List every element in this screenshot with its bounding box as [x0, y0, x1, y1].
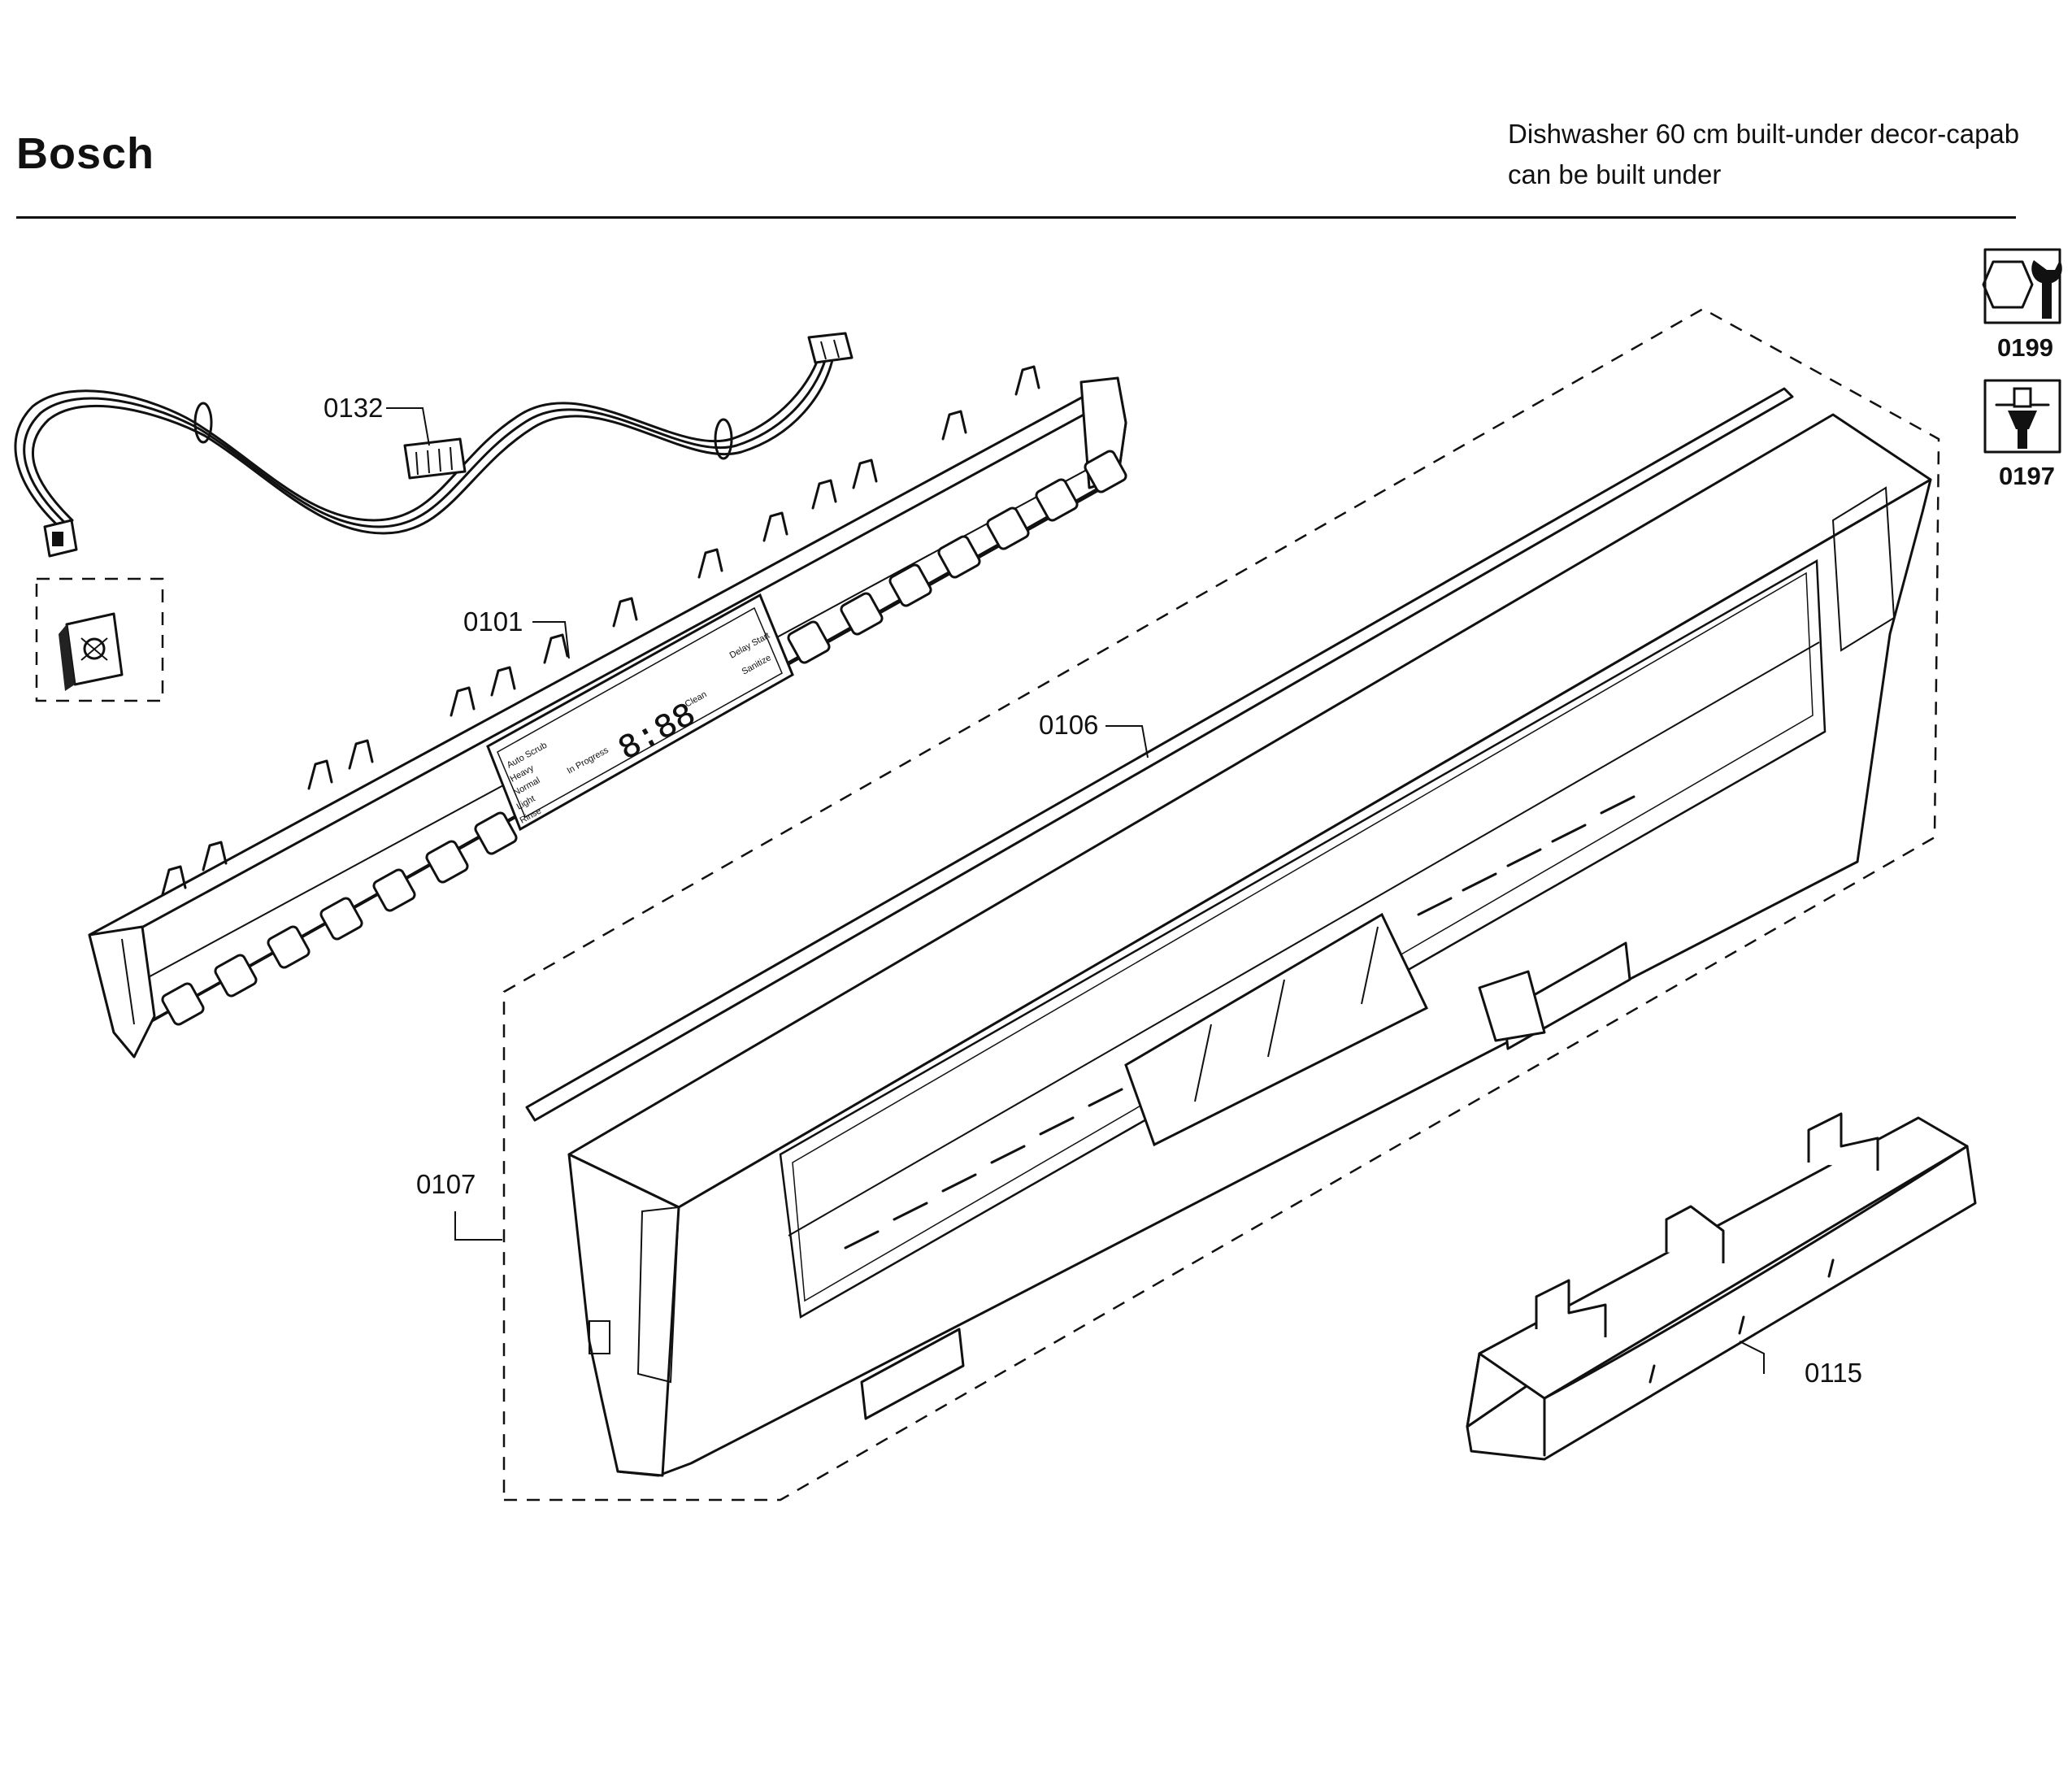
page-title: Dishwasher 60 cm built-under decor-capab… [1508, 114, 2019, 195]
callout-0132: 0132 [324, 393, 384, 423]
trim-strip [525, 387, 1794, 1122]
control-panel [567, 413, 1932, 1477]
tool-code-0199: 0199 [1997, 333, 2053, 362]
cover-part [1466, 1112, 1977, 1461]
wire-harness [14, 332, 854, 558]
header-rule [16, 216, 2016, 219]
screwdriver-icon [1983, 379, 2061, 454]
title-line-1: Dishwasher 60 cm built-under decor-capab [1508, 119, 2020, 149]
title-line-2: can be built under [1508, 159, 1722, 189]
connector-detail [35, 577, 164, 702]
wrench-nut-icon [1982, 248, 2062, 324]
buttons-left [161, 811, 518, 1026]
brand-name: Bosch [16, 129, 155, 178]
callout-0115: 0115 [1805, 1358, 1862, 1388]
callout-0106: 0106 [1039, 710, 1099, 740]
buttons-right [787, 450, 1127, 664]
tool-code-0197: 0197 [1999, 462, 2055, 490]
callout-0101: 0101 [463, 606, 523, 637]
callout-0107: 0107 [416, 1169, 476, 1199]
assembly-boundary [502, 307, 1940, 1502]
mounting-clips [161, 365, 1040, 896]
leader-lines [386, 407, 1765, 1374]
